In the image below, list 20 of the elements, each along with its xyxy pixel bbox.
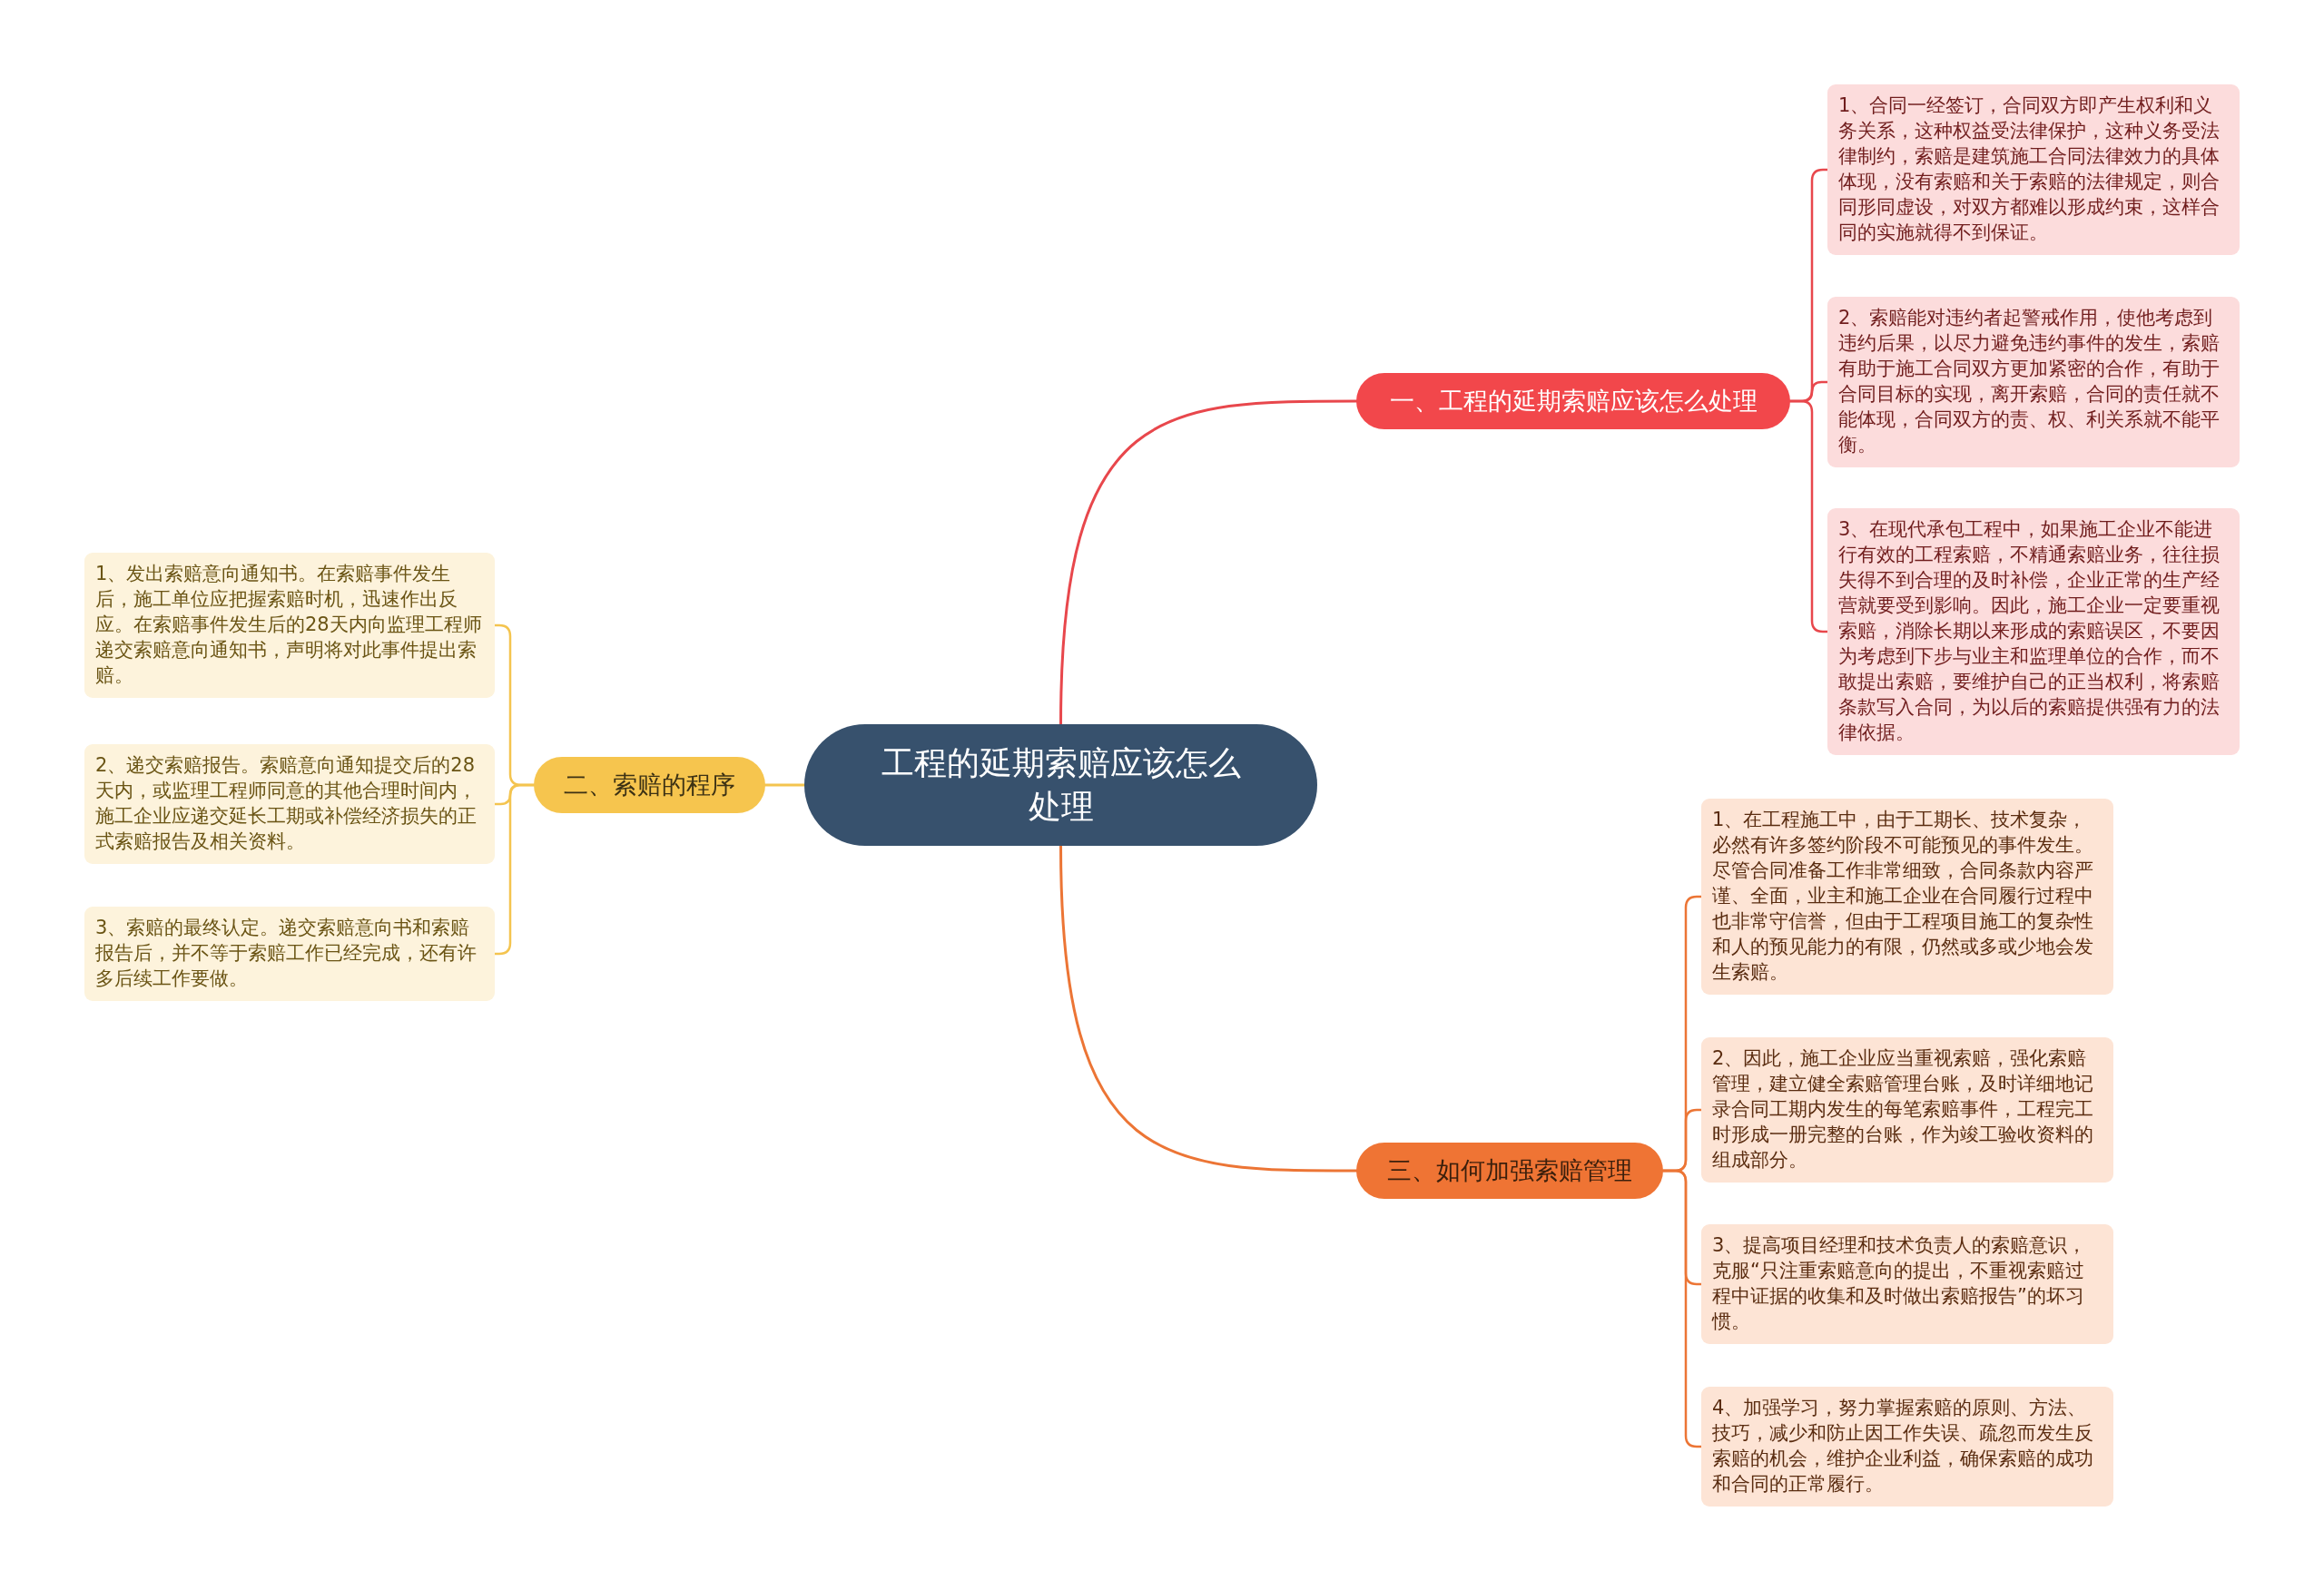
connector-line — [1059, 399, 1358, 726]
connector-line — [763, 783, 806, 787]
note-card: 2、因此，施工企业应当重视索赔，强化索赔管理，建立健全索赔管理台账，及时详细地记录合同工期内发生的每笔索赔事件，工程完工时形成一册完整的台账，作为竣工验收资料的组成部分。 — [1701, 1037, 2113, 1183]
note-card: 3、索赔的最终认定。递交索赔意向书和索赔报告后，并不等于索赔工作已经完成，还有许多后续工作要做。 — [84, 907, 495, 1001]
branch-topic: 一、工程的延期索赔应该怎么处理 — [1356, 373, 1790, 429]
connector-line — [1788, 399, 1829, 633]
note-card: 4、加强学习，努力掌握索赔的原则、方法、技巧，减少和防止因工作失误、疏忽而发生反索赔的机会，维护企业利益，确保索赔的成功和合同的正常履行。 — [1701, 1387, 2113, 1507]
note-card: 3、提高项目经理和技术负责人的索赔意识，克服“只注重索赔意向的提出，不重视索赔过程中证据的收集和及时做出索赔报告”的坏习惯。 — [1701, 1224, 2113, 1344]
branch-topic: 二、索赔的程序 — [534, 757, 765, 813]
note-card: 3、在现代承包工程中，如果施工企业不能进行有效的工程索赔，不精通索赔业务，往往损失得不到合理的及时补偿，企业正常的生产经营就要受到影响。因此，施工企业一定要重视索赔，消除长期以来形成的索赔误区，不要因为考虑到下步与业主和监理单位的合作，而不敢提出索赔，要维护自己的正当权利，将索赔条款写入合同，为以后的索赔提供强有力的法律依据。 — [1827, 508, 2240, 755]
note-card: 1、发出索赔意向通知书。在索赔事件发生后，施工单位应把握索赔时机，迅速作出反应。在索赔事件发生后的28天内向监理工程师递交索赔意向通知书，声明将对此事件提出索赔。 — [84, 553, 495, 698]
note-card: 1、合同一经签订，合同双方即产生权利和义务关系，这种权益受法律保护，这种义务受法律制约，索赔是建筑施工合同法律效力的具体体现，没有索赔和关于索赔的法律规定，则合同形同虚设，对双方都难以形成约束，这样合同的实施就得不到保证。 — [1827, 84, 2240, 255]
connector-line — [493, 783, 536, 956]
branch-topic: 三、如何加强索赔管理 — [1356, 1143, 1663, 1199]
note-card: 2、索赔能对违约者起警戒作用，使他考虑到违约后果，以尽力避免违约事件的发生，索赔有助于施工合同双方更加紧密的合作，有助于合同目标的实现，离开索赔，合同的责任就不能体现，合同双方的责、权、利关系就不能平衡。 — [1827, 297, 2240, 467]
central-topic: 工程的延期索赔应该怎么处理 — [804, 724, 1317, 846]
note-card: 1、在工程施工中，由于工期长、技术复杂，必然有许多签约阶段不可能预见的事件发生。尽管合同准备工作非常细致，合同条款内容严谨、全面，业主和施工企业在合同履行过程中也非常守信誉，但由于工程项目施工的复杂性和人的预见能力的有限，仍然或多或少地会发生索赔。 — [1701, 799, 2113, 995]
connector-line — [1661, 1169, 1703, 1448]
note-card: 2、递交索赔报告。索赔意向通知提交后的28天内，或监理工程师同意的其他合理时间内，施工企业应递交延长工期或补偿经济损失的正式索赔报告及相关资料。 — [84, 744, 495, 864]
connector-line — [1059, 844, 1358, 1173]
